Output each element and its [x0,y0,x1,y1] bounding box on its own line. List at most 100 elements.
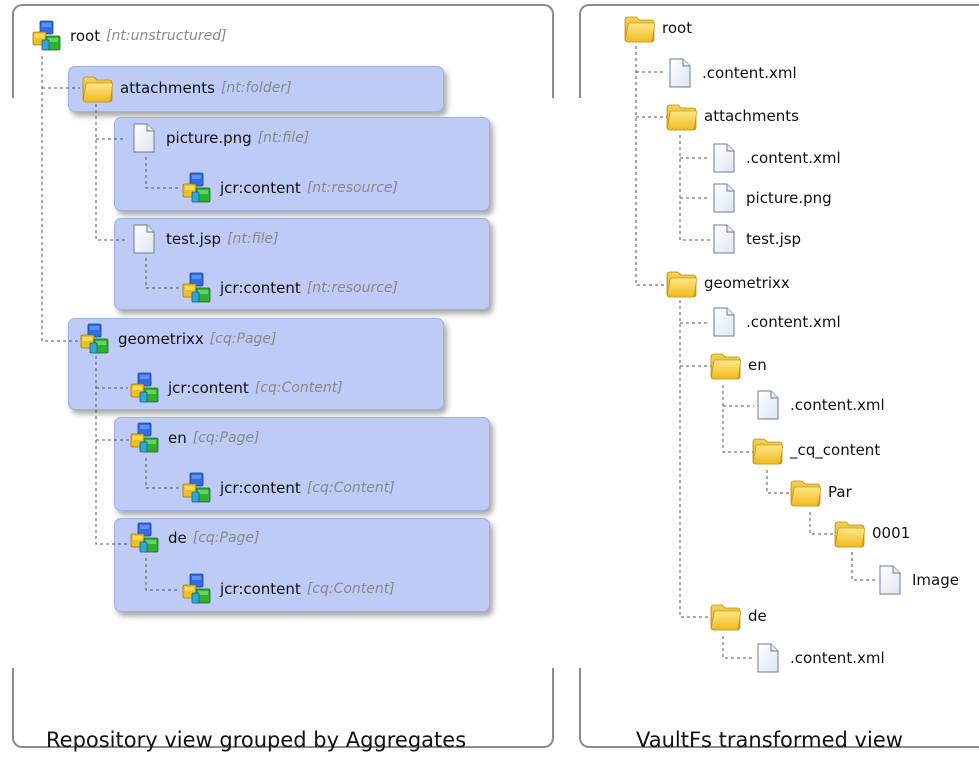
repo-node-de-jcr-content[interactable]: jcr:content [cq:Content] [180,571,395,607]
file-icon [706,141,740,175]
vault-node-image[interactable]: Image [872,562,959,598]
node-type: [cq:Content] [254,380,343,396]
node-name: en [748,356,767,374]
right-panel-frame-bottom [579,668,979,748]
vault-node-geometrixx-content-xml[interactable]: .content.xml [706,304,841,340]
aggregate-box-attachments [68,66,444,112]
file-icon [872,563,906,597]
node-name: root [662,19,693,37]
file-icon [126,121,160,155]
node-name: jcr:content [220,279,301,297]
vault-node-geometrixx[interactable]: geometrixx [664,265,790,301]
aggregate-box-picture [114,117,490,211]
file-icon [706,181,740,215]
repo-node-root[interactable]: root [nt:unstructured] [30,18,227,54]
node-type: [cq:Page] [209,331,277,347]
repo-node-en-jcr-content[interactable]: jcr:content [cq:Content] [180,470,395,506]
node-type: [nt:resource] [306,180,398,196]
folder-icon [708,599,742,633]
repo-node-geometrixx[interactable]: geometrixx [cq:Page] [78,321,277,357]
repo-node-attachments[interactable]: attachments [nt:folder] [80,70,292,106]
node-name: picture.png [746,189,832,207]
node-type: [nt:unstructured] [106,28,227,44]
vault-node-picture[interactable]: picture.png [706,180,832,216]
vault-node-attachments-content-xml[interactable]: .content.xml [706,140,841,176]
node-name: jcr:content [220,479,301,497]
node-name: en [168,429,187,447]
node-name: attachments [120,79,215,97]
vault-node-en[interactable]: en [708,347,767,383]
vault-node-testjsp[interactable]: test.jsp [706,221,801,257]
aggregate-box-geometrixx [68,318,444,410]
folder-icon [664,99,698,133]
node-name: .content.xml [790,649,885,667]
vault-node-0001[interactable]: 0001 [832,515,910,551]
folder-icon [832,516,866,550]
repo-node-picture-jcr-content[interactable]: jcr:content [nt:resource] [180,170,398,206]
node-type: [nt:folder] [220,80,292,96]
node-name: picture.png [166,129,252,147]
node-name: jcr:content [220,580,301,598]
file-icon [750,388,784,422]
file-icon [750,641,784,675]
repo-node-testjsp[interactable]: test.jsp [nt:file] [126,221,279,257]
vault-node-de[interactable]: de [708,598,767,634]
left-panel-frame-top [12,4,554,98]
node-name: .content.xml [790,396,885,414]
file-icon [126,222,160,256]
node-name: _cq_content [790,441,881,459]
repo-node-testjsp-jcr-content[interactable]: jcr:content [nt:resource] [180,270,398,306]
node-name: 0001 [872,524,911,542]
vault-node-cq-content[interactable]: _cq_content [750,432,880,468]
node-name: .content.xml [702,64,797,82]
node-name: test.jsp [166,230,222,248]
node-cubes-icon [30,19,64,53]
vault-node-par[interactable]: Par [788,474,852,510]
node-cubes-icon [78,322,112,356]
vault-node-en-content-xml[interactable]: .content.xml [750,387,885,423]
right-panel-frame-top [579,4,979,98]
file-icon [706,305,740,339]
node-name: .content.xml [746,313,841,331]
folder-icon [788,475,822,509]
node-type: [nt:resource] [306,280,398,296]
vault-node-content-xml[interactable]: .content.xml [662,55,797,91]
repo-node-geometrixx-jcr-content[interactable]: jcr:content [cq:Content] [128,370,343,406]
node-name: de [748,607,767,625]
node-type: [nt:file] [227,231,279,247]
node-name: attachments [704,107,799,125]
node-name: Par [828,483,852,501]
node-cubes-icon [180,572,214,606]
node-name: geometrixx [704,274,790,292]
repo-node-en[interactable]: en [cq:Page] [128,420,260,456]
folder-icon [750,433,784,467]
node-cubes-icon [180,271,214,305]
node-type: [cq:Page] [192,530,260,546]
folder-icon [708,348,742,382]
node-name: .content.xml [746,149,841,167]
node-cubes-icon [128,521,162,555]
node-name: jcr:content [220,179,301,197]
vault-node-attachments[interactable]: attachments [664,98,799,134]
node-type: [cq:Content] [306,581,395,597]
node-cubes-icon [180,471,214,505]
node-name: Image [912,571,959,589]
node-name: jcr:content [168,379,249,397]
left-panel-frame-bottom [12,668,554,748]
node-cubes-icon [128,371,162,405]
vault-node-de-content-xml[interactable]: .content.xml [750,640,885,676]
vault-node-root[interactable]: root [622,10,692,46]
folder-icon [622,11,656,45]
file-icon [662,56,696,90]
repo-node-de[interactable]: de [cq:Page] [128,520,260,556]
node-name: test.jsp [746,230,802,248]
node-type: [nt:file] [257,130,310,146]
node-name: root [70,27,101,45]
node-cubes-icon [128,421,162,455]
folder-icon [664,266,698,300]
file-icon [706,222,740,256]
node-cubes-icon [180,171,214,205]
repo-node-picture[interactable]: picture.png [nt:file] [126,120,309,156]
right-panel-caption: VaultFs transformed view [636,728,903,752]
node-name: geometrixx [118,330,204,348]
